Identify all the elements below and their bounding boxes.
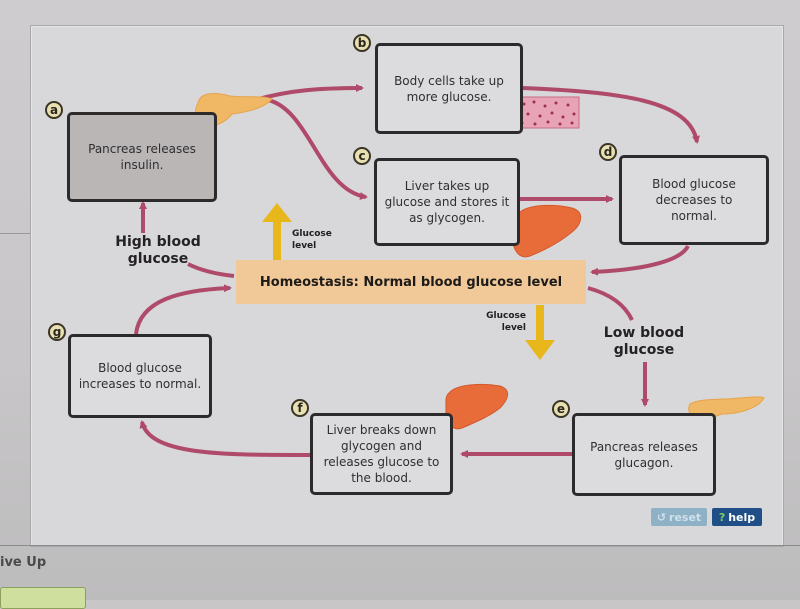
- body-cells-icon: [516, 96, 580, 129]
- arrow-d-to-homeostasis: [590, 244, 690, 276]
- step-c-box[interactable]: Liver takes up glucose and stores it as …: [374, 158, 520, 246]
- step-e-text: Pancreas releases glucagon.: [590, 439, 698, 470]
- step-a-badge: a: [45, 101, 63, 119]
- step-a-text: Pancreas releases insulin.: [88, 142, 196, 172]
- arrow-b-to-d: [521, 86, 700, 144]
- step-c-badge: c: [353, 147, 371, 165]
- arrow-f-to-g: [139, 420, 311, 457]
- step-f-text: Liver breaks down glycogen and releases …: [323, 423, 440, 485]
- glucose-level-down-label: Glucose level: [486, 311, 526, 333]
- step-g-text: Blood glucose increases to normal.: [78, 361, 202, 391]
- homeostasis-label: Homeostasis: Normal blood glucose level: [259, 274, 563, 290]
- step-b-text: Body cells take up more glucose.: [394, 73, 504, 104]
- glucose-down-arrow: [525, 305, 555, 360]
- arrow-homeostasis-to-high: [187, 262, 235, 278]
- step-c-text: Liver takes up glucose and stores it as …: [384, 179, 510, 225]
- arrow-a-to-c: [267, 98, 368, 201]
- step-f-badge: f: [291, 399, 309, 417]
- glucose-up-arrow: [262, 203, 292, 260]
- step-f-box[interactable]: Liver breaks down glycogen and releases …: [310, 413, 453, 495]
- step-a-box[interactable]: Pancreas releases insulin.: [67, 112, 217, 202]
- step-b-badge: b: [353, 34, 371, 52]
- arrow-homeostasis-to-low: [587, 286, 634, 321]
- arrow-g-to-homeostasis: [134, 284, 232, 335]
- step-d-box[interactable]: Blood glucose decreases to normal.: [619, 155, 769, 245]
- high-blood-glucose-label: High blood glucose: [115, 234, 201, 267]
- glucose-level-up-label: Glucose level: [292, 229, 332, 251]
- step-g-badge: g: [48, 323, 66, 341]
- step-e-box[interactable]: Pancreas releases glucagon.: [572, 413, 716, 496]
- help-icon: ?: [718, 510, 726, 524]
- liver-icon: [445, 383, 508, 430]
- help-button[interactable]: ? help: [712, 508, 762, 526]
- help-label: help: [728, 510, 756, 524]
- give-up-link[interactable]: ive Up: [0, 555, 47, 570]
- step-e-badge: e: [552, 400, 570, 418]
- step-d-text: Blood glucose decreases to normal.: [652, 177, 736, 223]
- reset-button[interactable]: ↺ reset: [651, 508, 707, 526]
- step-b-box[interactable]: Body cells take up more glucose.: [375, 43, 523, 134]
- homeostasis-banner: Homeostasis: Normal blood glucose level: [236, 260, 586, 304]
- submit-button[interactable]: [0, 587, 86, 609]
- step-g-box[interactable]: Blood glucose increases to normal.: [68, 334, 212, 418]
- reset-icon: ↺: [656, 510, 667, 524]
- low-blood-glucose-label: Low blood glucose: [603, 325, 685, 358]
- step-d-badge: d: [599, 143, 617, 161]
- divider: [0, 233, 30, 234]
- reset-label: reset: [669, 510, 702, 524]
- divider: [0, 545, 800, 546]
- liver-icon: [512, 204, 582, 258]
